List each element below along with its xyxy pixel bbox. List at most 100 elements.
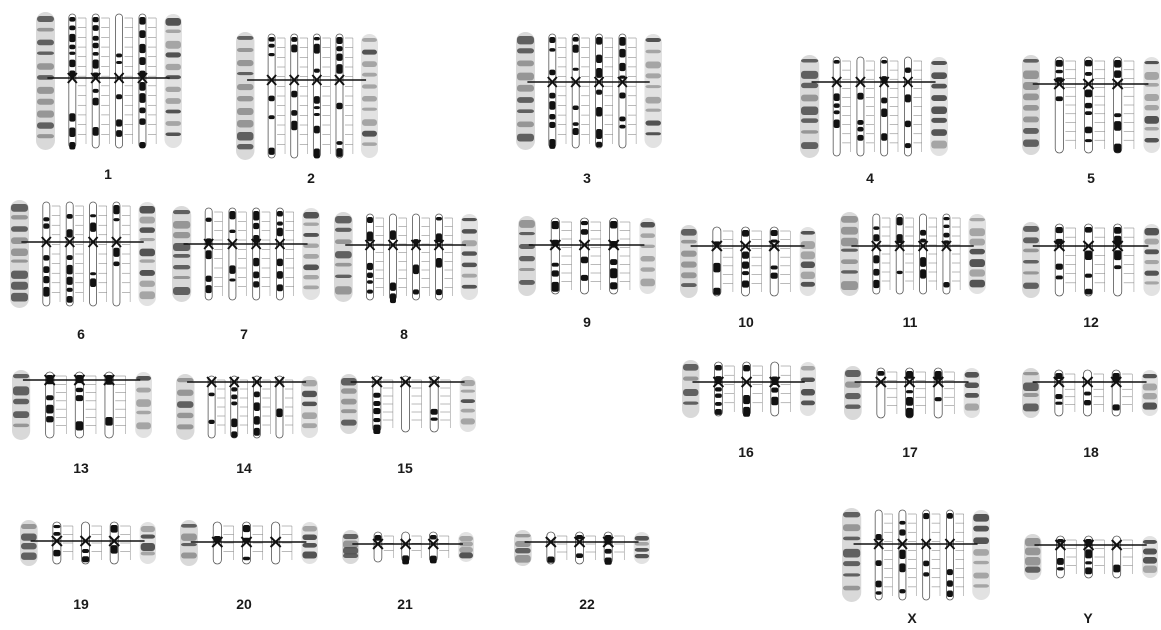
- ideogram-band: [46, 395, 53, 400]
- photo-band: [462, 229, 477, 234]
- photo-band: [969, 280, 985, 288]
- chromosome-panel: [20, 520, 156, 566]
- photo-band: [801, 130, 818, 133]
- ideogram-band: [881, 60, 887, 64]
- ideogram-band: [90, 278, 96, 287]
- photo-band: [362, 142, 377, 146]
- ideogram-band: [935, 397, 942, 401]
- photo-band: [136, 411, 151, 414]
- photo-band: [1144, 127, 1159, 130]
- ideogram-band: [1084, 400, 1091, 405]
- photo-band: [841, 270, 858, 273]
- photo-band: [362, 131, 377, 137]
- photo-band: [973, 573, 989, 579]
- photo-band: [843, 524, 860, 531]
- ideogram-band: [905, 121, 911, 128]
- ideogram-band: [231, 394, 237, 399]
- ideogram-band: [269, 44, 275, 48]
- chromosome-panel: [180, 520, 318, 566]
- ideogram-band: [431, 417, 438, 420]
- chromosome-panel: [518, 216, 656, 296]
- ideogram-band: [873, 280, 879, 288]
- ideogram-band: [715, 387, 722, 391]
- ideogram-band: [113, 218, 119, 221]
- ideogram-band: [53, 525, 60, 528]
- chromosome-panel: [342, 530, 474, 564]
- ideogram-band: [1085, 103, 1092, 108]
- photo-band: [462, 251, 477, 255]
- photo-band: [462, 218, 477, 221]
- photo-band: [181, 553, 197, 559]
- ideogram-band: [1084, 392, 1091, 396]
- photo-band: [519, 280, 535, 285]
- photo-band: [302, 402, 317, 407]
- ideogram-band: [67, 288, 73, 292]
- photo-band: [1023, 128, 1039, 134]
- photo-band: [459, 553, 473, 559]
- ideogram-band: [69, 128, 75, 137]
- ideogram-band: [314, 148, 320, 158]
- ideogram-band: [206, 218, 212, 222]
- chromosome-label-22: 22: [579, 596, 595, 612]
- ideogram-band: [573, 45, 579, 53]
- photo-band: [969, 218, 985, 221]
- photo-band: [139, 259, 155, 262]
- ideogram-chromatid: [1055, 224, 1063, 296]
- ideogram-band: [906, 390, 913, 393]
- ideogram-chromatid: [366, 214, 373, 300]
- ideogram-band: [206, 285, 212, 293]
- ideogram-band: [375, 535, 382, 541]
- ideogram-band: [314, 96, 320, 104]
- ideogram-band: [549, 114, 555, 119]
- ideogram-chromatid: [881, 57, 888, 156]
- photo-band: [640, 222, 655, 228]
- photo-band: [1144, 249, 1159, 254]
- ideogram-band: [881, 133, 887, 140]
- ideogram-chromatid: [857, 57, 864, 156]
- ideogram-band: [596, 55, 602, 63]
- photo-band: [931, 107, 947, 115]
- ideogram-band: [549, 48, 555, 52]
- photo-band: [13, 424, 29, 427]
- ideogram-band: [596, 107, 602, 116]
- chromosome-label-3: 3: [583, 170, 591, 186]
- photo-band: [13, 374, 29, 378]
- photo-band: [173, 287, 190, 295]
- ideogram-band: [390, 283, 396, 291]
- ideogram-band: [431, 409, 438, 415]
- ideogram-band: [857, 93, 863, 100]
- ideogram-band: [596, 68, 602, 78]
- photo-band: [362, 73, 377, 77]
- chromosome-label-9: 9: [583, 314, 591, 330]
- ideogram-band: [336, 46, 342, 51]
- photo-band: [341, 409, 357, 413]
- ideogram-band: [1085, 549, 1092, 558]
- photo-band: [165, 29, 181, 33]
- ideogram-band: [367, 232, 373, 242]
- ideogram-band: [291, 121, 297, 130]
- chromosome-label-y: Y: [1083, 610, 1092, 626]
- photo-band: [1143, 384, 1157, 391]
- ideogram-band: [373, 408, 380, 414]
- ideogram-band: [610, 268, 617, 278]
- ideogram-band: [436, 258, 442, 268]
- ideogram-band: [139, 142, 145, 148]
- ideogram-band: [581, 221, 588, 225]
- photo-band: [181, 534, 197, 541]
- photo-band: [459, 547, 473, 553]
- ideogram-band: [69, 26, 75, 31]
- ideogram-band: [1114, 265, 1121, 269]
- photo-band: [801, 401, 815, 406]
- photo-band: [1144, 94, 1159, 101]
- ideogram-band: [269, 115, 275, 119]
- ideogram-band: [243, 557, 250, 560]
- ideogram-band: [1085, 561, 1092, 564]
- photo-band: [519, 232, 535, 235]
- photo-band: [37, 16, 54, 22]
- ideogram-band: [67, 255, 73, 260]
- photo-band: [37, 28, 54, 32]
- photo-band: [1144, 239, 1159, 245]
- chromosome-label-10: 10: [738, 314, 754, 330]
- chromosome-panel: [340, 374, 476, 434]
- ideogram-band: [947, 590, 953, 596]
